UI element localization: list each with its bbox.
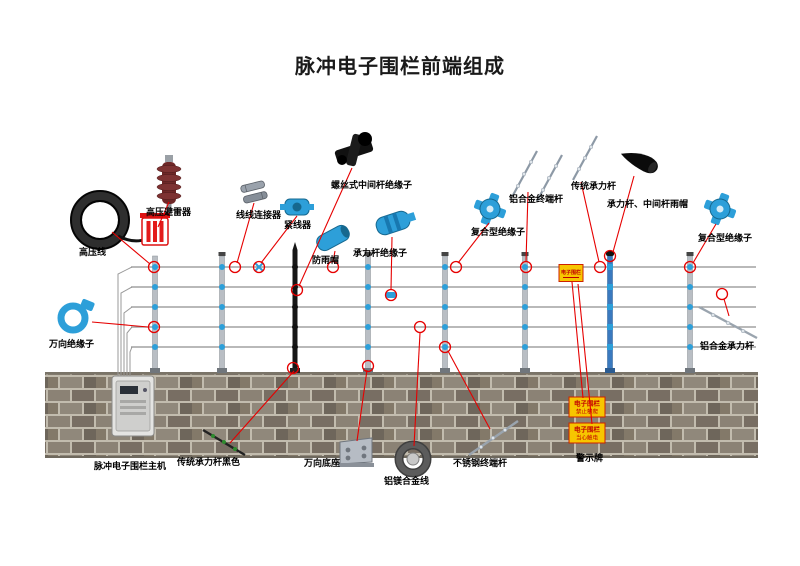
label-aluminum-terminal-rod: 铝合金终端杆 [509, 194, 564, 204]
lead-in-wires [117, 266, 133, 377]
fence-warning-sign: 电子围栏 [558, 264, 584, 282]
load-rod-insulator-img [375, 210, 417, 236]
label-wire-connector: 线线连接器 [236, 210, 282, 220]
controller-img [111, 375, 155, 437]
post-6 [520, 252, 530, 373]
screw-insulator-img [334, 132, 374, 167]
svg-text:当心触电: 当心触电 [576, 434, 599, 442]
svg-text:电子围栏: 电子围栏 [574, 399, 601, 408]
label-screw-mid-rod-insulator: 螺丝式中间杆绝缘子 [331, 180, 413, 190]
black-rain-cap-img [620, 152, 658, 174]
universal-insulator-img [57, 298, 95, 334]
label-controller: 脉冲电子围栏主机 [94, 461, 167, 471]
composite-insulator-right-img [703, 192, 737, 226]
post-1 [150, 255, 160, 373]
label-load-rod-insulator: 承力杆绝缘子 [353, 248, 408, 258]
high-voltage-wire-coil [70, 190, 147, 250]
page-title: 脉冲电子围栏前端组成 [295, 56, 505, 78]
post-8 [685, 252, 695, 373]
label-universal-insulator: 万向绝缘子 [49, 339, 95, 349]
post-insulators [152, 264, 693, 350]
callout-circles [147, 249, 729, 375]
composite-insulator-left-img [473, 192, 507, 226]
alloy-wire-spool-img [394, 440, 432, 478]
aluminum-load-rod-img [698, 305, 758, 340]
stainless-terminal-rod-img [468, 420, 519, 456]
warning-sign-a: 电子围栏 禁止攀爬 [568, 396, 606, 418]
label-warning-sign: 警示牌 [576, 453, 604, 463]
svg-text:禁止攀爬: 禁止攀爬 [576, 408, 599, 416]
post-2 [217, 252, 227, 373]
hv-arrester-img [156, 155, 182, 213]
inline-tightener-icon [254, 262, 264, 272]
traditional-load-rod-img [572, 135, 598, 181]
label-wire-tightener: 紧线器 [284, 220, 312, 230]
tightener-img [280, 198, 314, 216]
post-4 [363, 252, 373, 373]
aluminum-terminal-rod-img [511, 150, 563, 202]
post-3-black [290, 242, 300, 373]
callout-lines [91, 167, 730, 447]
post-7-blue [605, 251, 615, 373]
svg-text:电子围栏: 电子围栏 [574, 425, 601, 434]
label-rain-cap: 防雨帽 [312, 255, 340, 265]
wire-connector-img [240, 180, 268, 204]
label-traditional-load-rod: 传统承力杆 [571, 181, 617, 191]
label-composite-insulator-left: 复合型绝缘子 [471, 227, 526, 237]
universal-base-img [338, 437, 374, 467]
label-high-voltage-wire: 高压线 [79, 247, 107, 257]
inline-insulator-icon [385, 292, 397, 298]
label-universal-base: 万向底座 [304, 458, 341, 468]
svg-text:电子围栏: 电子围栏 [561, 269, 581, 276]
rain-cap-img [316, 224, 350, 252]
warning-sign-b: 电子围栏 当心触电 [568, 422, 606, 444]
traditional-load-rod-black-img [202, 428, 246, 457]
label-load-mid-rod-rain-cap: 承力杆、中间杆雨帽 [607, 199, 689, 209]
label-composite-insulator-right: 复合型绝缘子 [698, 233, 753, 243]
label-traditional-load-rod-black: 传统承力杆黑色 [177, 457, 241, 467]
post-arrester-img [140, 213, 170, 246]
post-5 [440, 252, 450, 373]
label-al-mg-alloy-wire: 铝镁合金线 [384, 476, 430, 486]
label-stainless-terminal-rod: 不锈钢终端杆 [453, 458, 508, 468]
label-high-voltage-arrester: 高压避雷器 [146, 207, 192, 217]
label-aluminum-load-rod: 铝合金承力杆 [700, 341, 755, 351]
